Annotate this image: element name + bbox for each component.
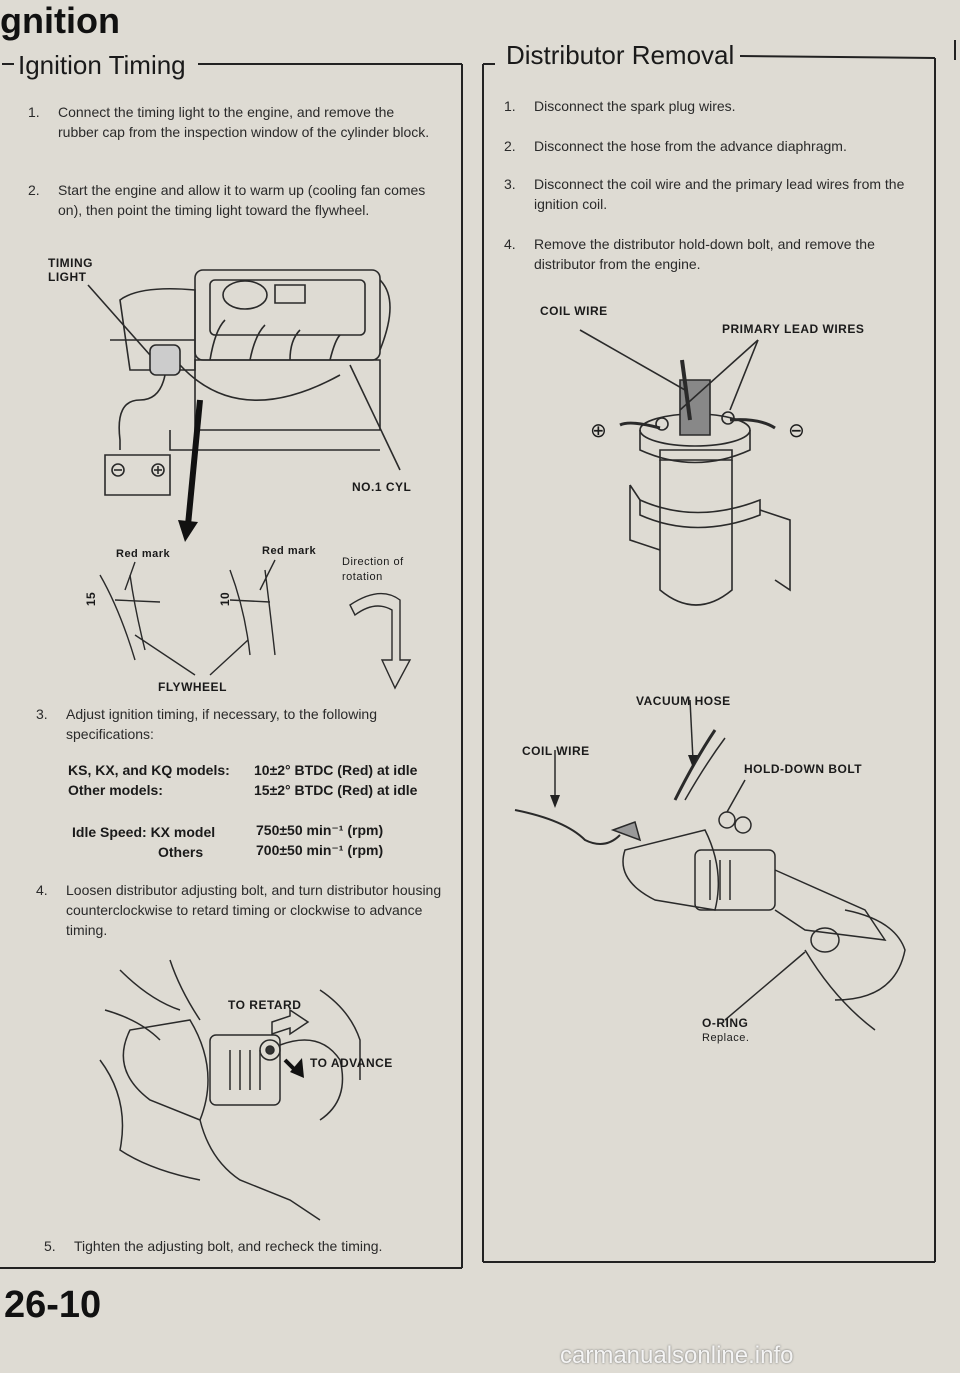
fig4-oring-label: O-RING <box>702 1016 749 1030</box>
fig3-plus-terminal: ⊕ <box>590 420 607 442</box>
page-number: 26-10 <box>4 1284 102 1326</box>
step-number: 3. <box>504 176 516 192</box>
left-section-title: Ignition Timing <box>18 50 186 80</box>
step-number: 2. <box>28 182 40 198</box>
left-step-1: 1. Connect the timing light to the engin… <box>28 102 438 166</box>
step-number: 4. <box>504 236 516 252</box>
right-step-2: 2. Disconnect the hose from the advance … <box>504 136 924 160</box>
left-step-2: 2. Start the engine and allow it to warm… <box>28 180 438 244</box>
fig4-replace-label: Replace. <box>702 1032 750 1044</box>
spec-row2-label: Other models: <box>68 782 163 798</box>
fig1-timing-light-label: TIMING LIGHT <box>48 256 93 284</box>
step-text: Loosen distributor adjusting bolt, and t… <box>66 882 442 938</box>
left-step-3: 3. Adjust ignition timing, if necessary,… <box>36 704 446 748</box>
engine-timing-light-illustration <box>20 240 460 690</box>
fig1-mark-10: 10 <box>218 591 233 607</box>
fig2-retard-label: TO RETARD <box>228 998 302 1012</box>
fig3-primary-lead-label: PRIMARY LEAD WIRES <box>722 322 865 336</box>
step-text: Disconnect the hose from the advance dia… <box>534 138 847 154</box>
fig1-no1-cyl-label: NO.1 CYL <box>352 480 412 494</box>
step-text: Tighten the adjusting bolt, and recheck … <box>74 1238 383 1254</box>
spec-row1-label: KS, KX, and KQ models: <box>68 762 230 778</box>
fig1-direction-label: Direction of rotation <box>342 556 404 583</box>
idle-speed-value1: 750±50 min⁻¹ (rpm) <box>256 822 384 838</box>
spec-row1-value: 10±2° BTDC (Red) at idle <box>254 762 418 778</box>
fig1-red-mark-1: Red mark <box>116 548 171 560</box>
step-number: 1. <box>504 98 516 114</box>
idle-speed-label: Idle Speed: KX model <box>72 824 216 840</box>
distributor-adjust-illustration <box>90 950 420 1240</box>
step-number: 2. <box>504 138 516 154</box>
right-step-4: 4. Remove the distributor hold-down bolt… <box>504 234 924 278</box>
left-step-5: 5. Tighten the adjusting bolt, and reche… <box>44 1236 454 1260</box>
fig1-mark-15: 15 <box>84 591 99 607</box>
idle-speed-value2: 700±50 min⁻¹ (rpm) <box>256 842 384 858</box>
step-text: Disconnect the coil wire and the primary… <box>534 176 905 212</box>
fig1-flywheel-label: FLYWHEEL <box>158 680 227 694</box>
step-text: Adjust ignition timing, if necessary, to… <box>66 706 378 742</box>
step-text: Start the engine and allow it to warm up… <box>58 182 426 218</box>
fig3-minus-terminal: ⊖ <box>788 420 805 442</box>
right-step-1: 1. Disconnect the spark plug wires. <box>504 96 924 120</box>
step-number: 1. <box>28 104 40 120</box>
chapter-title: gnition <box>0 0 120 41</box>
right-step-3: 3. Disconnect the coil wire and the prim… <box>504 174 924 218</box>
step-text: Connect the timing light to the engine, … <box>58 104 430 140</box>
fig4-vacuum-hose-label: VACUUM HOSE <box>636 694 731 708</box>
footer-watermark: carmanualsonline.info <box>560 1342 794 1369</box>
fig1-red-mark-2: Red mark <box>262 545 317 557</box>
fig4-hold-down-label: HOLD-DOWN BOLT <box>744 762 863 776</box>
spec-row2-value: 15±2° BTDC (Red) at idle <box>254 782 418 798</box>
idle-others-label: Others <box>158 844 204 860</box>
fig4-coil-wire-label: COIL WIRE <box>522 744 590 758</box>
fig2-advance-label: TO ADVANCE <box>310 1056 393 1070</box>
distributor-removal-illustration <box>505 700 925 1060</box>
step-number: 5. <box>44 1238 56 1254</box>
step-text: Remove the distributor hold-down bolt, a… <box>534 236 875 272</box>
right-section-title: Distributor Removal <box>506 40 735 70</box>
step-number: 4. <box>36 882 48 898</box>
step-number: 3. <box>36 706 48 722</box>
step-text: Disconnect the spark plug wires. <box>534 98 736 114</box>
left-step-4: 4. Loosen distributor adjusting bolt, an… <box>36 880 446 944</box>
ignition-coil-illustration <box>520 300 880 640</box>
fig3-coil-wire-label: COIL WIRE <box>540 304 608 318</box>
